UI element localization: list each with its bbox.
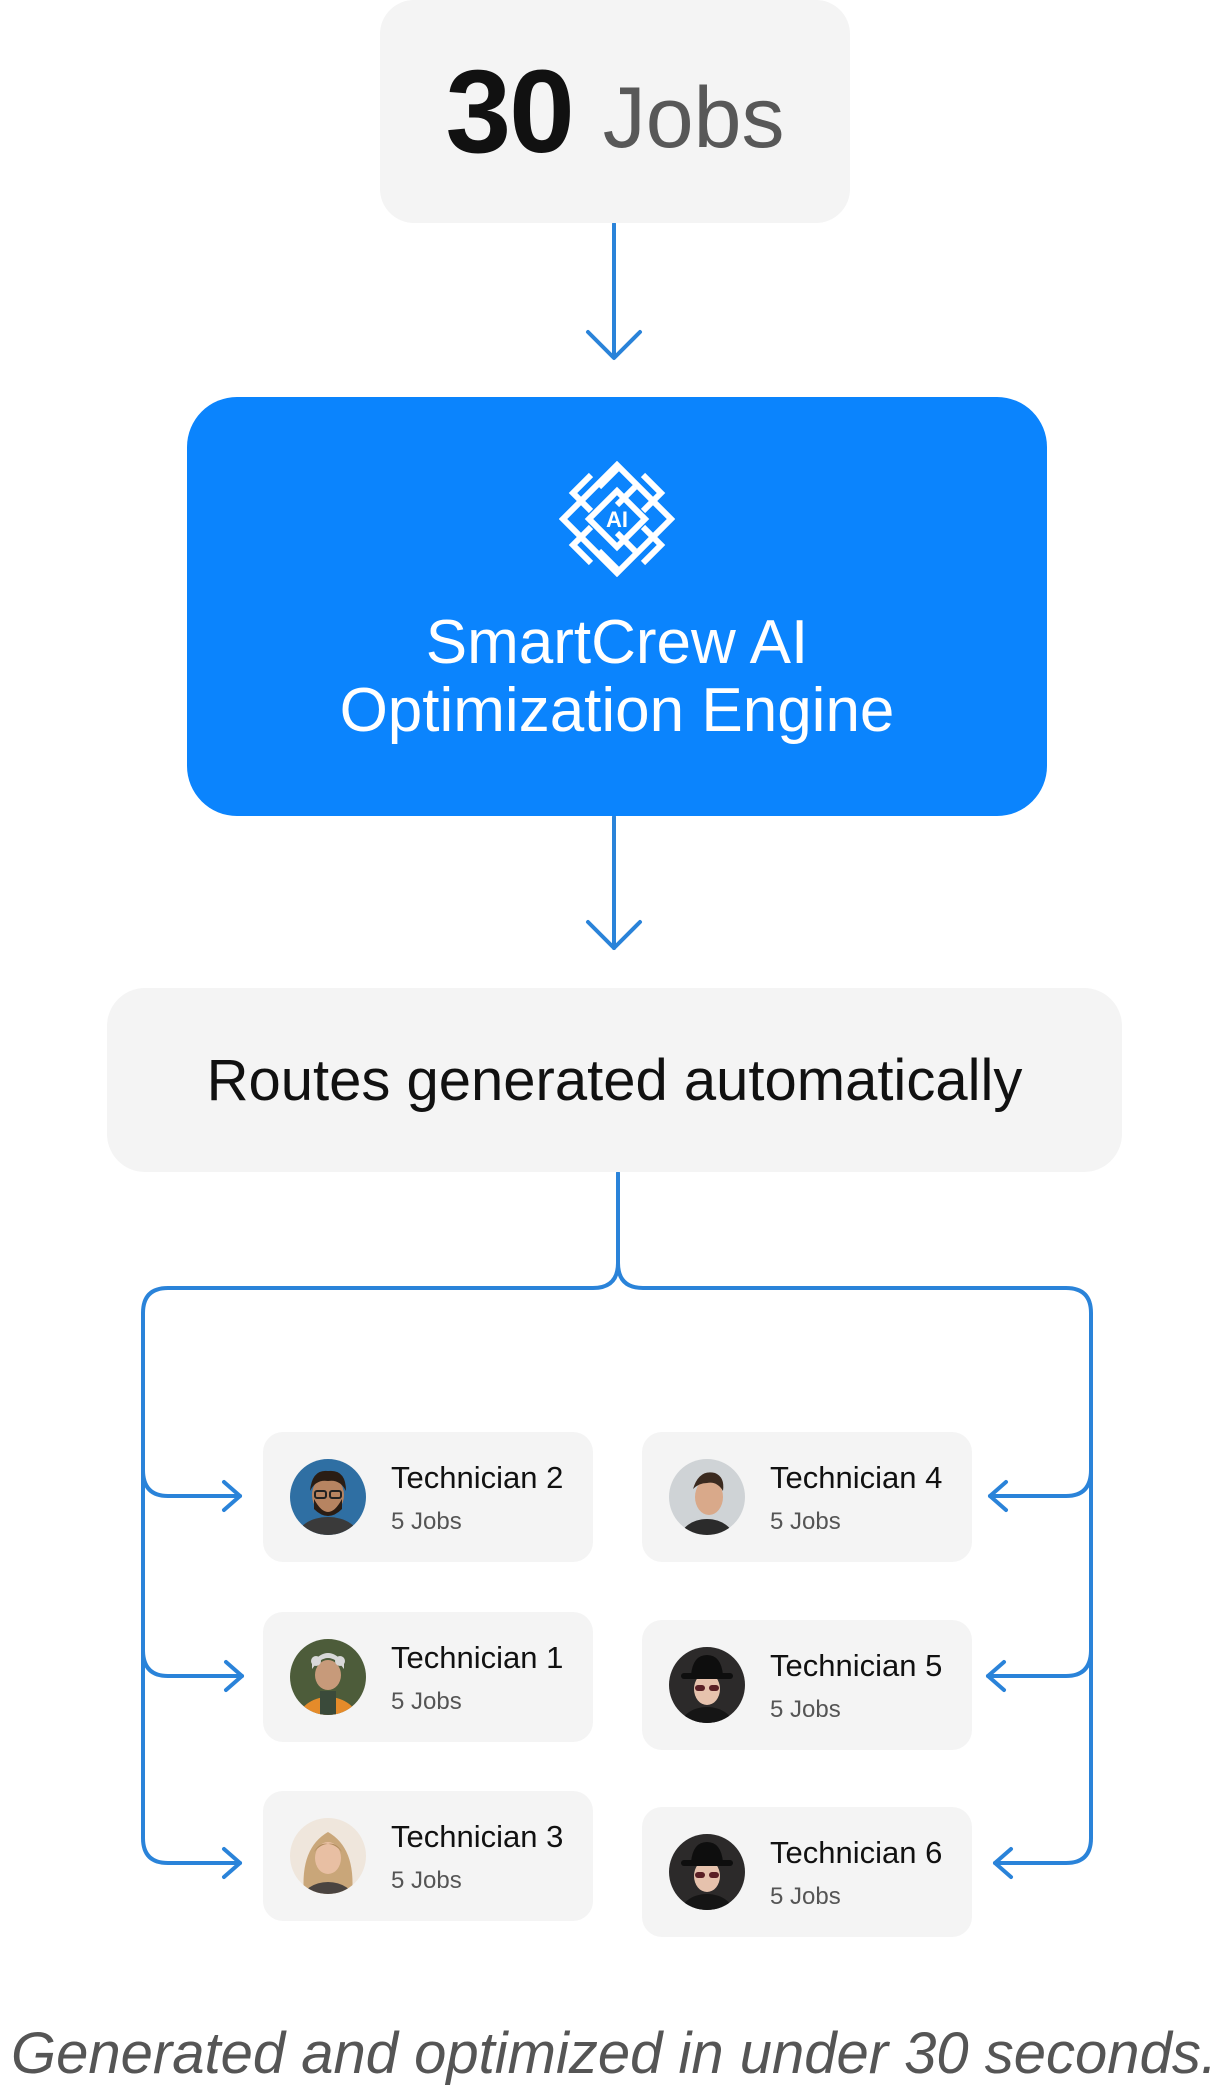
technician-name: Technician 6 — [770, 1835, 943, 1870]
engine-title-line2: Optimization Engine — [339, 676, 895, 745]
technician-jobs: 5 Jobs — [770, 1696, 841, 1723]
avatar — [290, 1639, 366, 1715]
branch-left — [141, 1171, 620, 1865]
avatar — [669, 1647, 745, 1723]
technician-jobs: 5 Jobs — [391, 1867, 462, 1894]
avatar — [290, 1459, 366, 1535]
avatar — [290, 1818, 366, 1894]
technician-card-3: Technician 3 5 Jobs — [263, 1791, 593, 1921]
arrow-right-2 — [986, 1648, 1093, 1678]
arrowhead-jobs-to-engine — [586, 330, 642, 360]
routes-label: Routes generated automatically — [206, 1047, 1023, 1113]
optimization-engine-box: AI SmartCrew AI Optimization Engine — [187, 397, 1047, 816]
arrowhead-left-2 — [224, 1660, 244, 1692]
technician-name: Technician 5 — [770, 1648, 943, 1683]
avatar — [669, 1834, 745, 1910]
technician-card-5: Technician 5 5 Jobs — [642, 1620, 972, 1750]
arrow-left-2 — [141, 1648, 244, 1678]
ai-logo-icon: AI — [559, 461, 675, 577]
arrowhead-right-1 — [988, 1480, 1008, 1512]
arrowhead-left-1 — [222, 1480, 242, 1512]
arrowhead-left-3 — [222, 1847, 242, 1879]
jobs-label: Jobs — [602, 70, 785, 166]
jobs-count-box: 30 Jobs — [380, 0, 850, 223]
technician-jobs: 5 Jobs — [770, 1508, 841, 1535]
technician-card-4: Technician 4 5 Jobs — [642, 1432, 972, 1562]
routes-box: Routes generated automatically — [107, 988, 1122, 1172]
svg-text:AI: AI — [606, 507, 628, 532]
engine-title: SmartCrew AI Optimization Engine — [187, 609, 1047, 745]
arrowhead-engine-to-routes — [586, 920, 642, 950]
arrowhead-right-3 — [993, 1847, 1013, 1879]
technician-jobs: 5 Jobs — [770, 1883, 841, 1910]
technician-card-1: Technician 1 5 Jobs — [263, 1612, 593, 1742]
technician-name: Technician 2 — [391, 1460, 564, 1495]
branch-right — [616, 1261, 1093, 1865]
arrow-right-1 — [988, 1468, 1093, 1498]
arrow-left-1 — [141, 1468, 242, 1498]
engine-title-line1: SmartCrew AI — [425, 608, 809, 677]
technician-name: Technician 4 — [770, 1460, 943, 1495]
arrowhead-right-2 — [986, 1660, 1006, 1692]
technician-card-6: Technician 6 5 Jobs — [642, 1807, 972, 1937]
technician-jobs: 5 Jobs — [391, 1508, 462, 1535]
technician-card-2: Technician 2 5 Jobs — [263, 1432, 593, 1562]
technician-jobs: 5 Jobs — [391, 1688, 462, 1715]
technician-name: Technician 3 — [391, 1819, 564, 1854]
technician-name: Technician 1 — [391, 1640, 564, 1675]
avatar — [669, 1459, 745, 1535]
footer-caption: Generated and optimized in under 30 seco… — [11, 2021, 1217, 2086]
jobs-count: 30 — [445, 45, 575, 178]
